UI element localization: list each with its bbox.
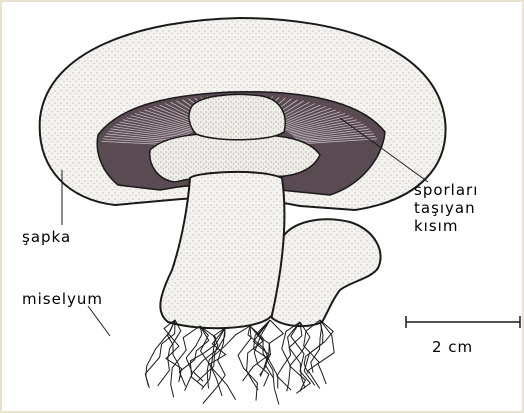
scale-label: 2 cm — [432, 340, 473, 355]
mycelium-label: miselyum — [22, 292, 103, 307]
spore-label-line1: sporları — [414, 183, 478, 198]
spore-label-line2: taşıyan — [414, 201, 476, 216]
scale-bar — [406, 316, 520, 328]
cap-label: şapka — [22, 230, 71, 245]
spore-label-line3: kısım — [414, 219, 458, 234]
mycelium-leader-line — [88, 306, 110, 336]
button-mushroom — [270, 219, 380, 326]
mycelium-roots — [145, 320, 334, 405]
